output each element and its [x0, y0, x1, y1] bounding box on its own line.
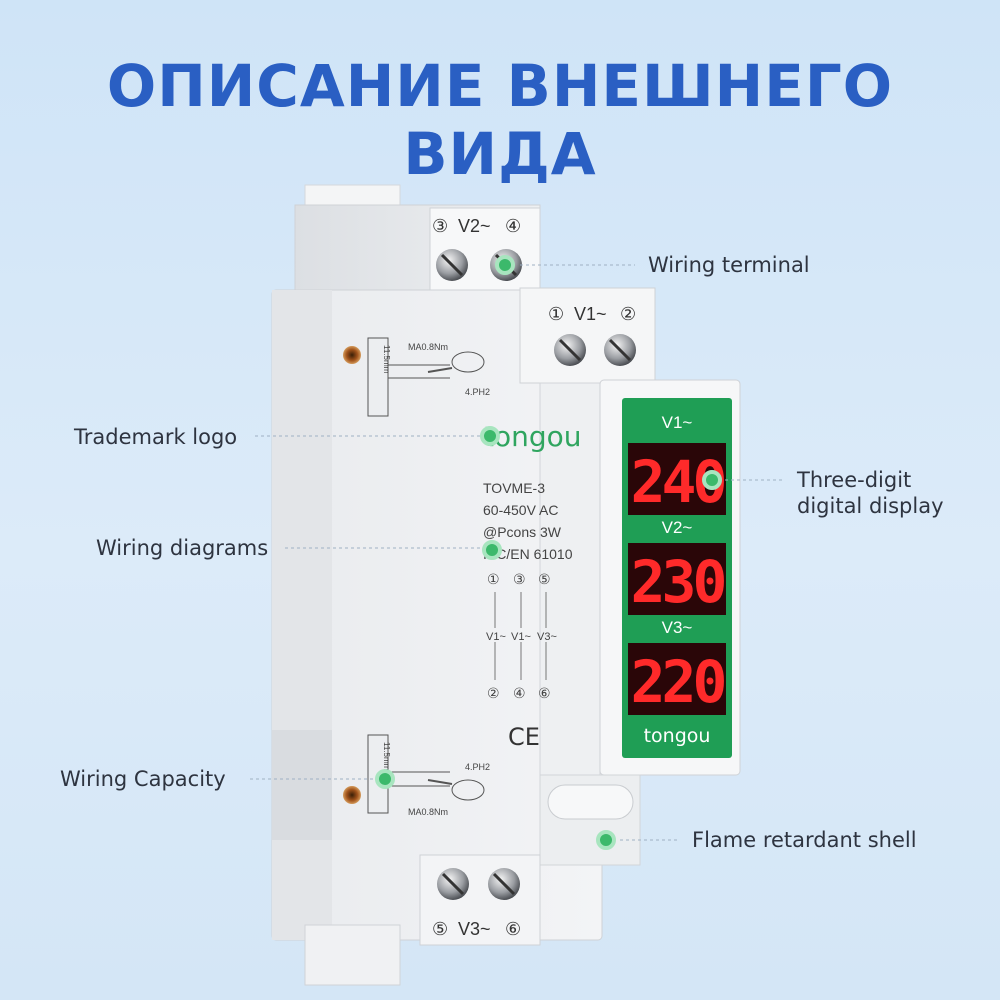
terminal-top-back-right: ④: [505, 216, 521, 237]
terminal-bottom-left: ⑤: [432, 919, 448, 940]
diagram-top-2: ③: [513, 572, 526, 588]
terminal-top-front-left: ①: [548, 304, 564, 325]
label-display-line1: Three-digit: [797, 468, 912, 492]
screwdriver-bottom: 4.PH2: [465, 762, 490, 772]
diagram-mid-2: V1~: [511, 631, 531, 643]
label-wiring-diagrams: Wiring diagrams: [96, 536, 269, 560]
display-label-v1: V1~: [662, 413, 693, 432]
label-display-line2: digital display: [797, 494, 944, 518]
display-brand: tongou: [644, 725, 711, 747]
display-value-v3: 220: [631, 648, 725, 716]
diagram-bottom-2: ④: [513, 686, 526, 702]
diagram-top-1: ①: [487, 572, 500, 588]
label-wiring-capacity: Wiring Capacity: [60, 767, 226, 791]
ce-mark: CE: [508, 723, 540, 751]
terminal-bottom-label: V3~: [458, 919, 491, 939]
diagram-bottom-3: ⑥: [538, 686, 551, 702]
voltage-text: 60-450V AC: [483, 502, 559, 518]
label-flame-shell: Flame retardant shell: [692, 828, 917, 852]
torque-top: MA0.8Nm: [408, 342, 448, 352]
diagram-mid-3: V3~: [537, 631, 557, 643]
strip-length-top: 11.5mm: [382, 345, 391, 374]
marker-wiring-diagrams: [482, 540, 502, 560]
power-text: @Pcons 3W: [483, 524, 562, 540]
terminal-top-back-label: V2~: [458, 216, 491, 236]
diagram-bottom-1: ②: [487, 686, 500, 702]
display-label-v3: V3~: [662, 618, 693, 637]
display-label-v2: V2~: [662, 518, 693, 537]
diagram-top-3: ⑤: [538, 572, 551, 588]
marker-wiring-terminal: [495, 255, 515, 275]
marker-flame-shell: [596, 830, 616, 850]
screwdriver-top: 4.PH2: [465, 387, 490, 397]
marker-display: [702, 470, 722, 490]
page-title: ОПИСАНИЕ ВНЕШНЕГО ВИДА: [106, 52, 894, 188]
terminal-top-front-right: ②: [620, 304, 636, 325]
marker-wiring-capacity: [375, 769, 395, 789]
marker-trademark-logo: [480, 426, 500, 446]
strip-length-bottom: 11.5mm: [382, 742, 391, 771]
terminal-bottom-right: ⑥: [505, 919, 521, 940]
torque-bottom: MA0.8Nm: [408, 807, 448, 817]
standard-text: IEC/EN 61010: [483, 546, 573, 562]
label-wiring-terminal: Wiring terminal: [648, 253, 810, 277]
terminal-top-front-label: V1~: [574, 304, 607, 324]
model-text: TOVME-3: [483, 480, 545, 496]
terminal-top-back-left: ③: [432, 216, 448, 237]
diagram-mid-1: V1~: [486, 631, 506, 643]
label-trademark-logo: Trademark logo: [74, 425, 238, 449]
display-value-v2: 230: [631, 548, 725, 616]
label-display: Three-digit digital display: [797, 467, 944, 519]
